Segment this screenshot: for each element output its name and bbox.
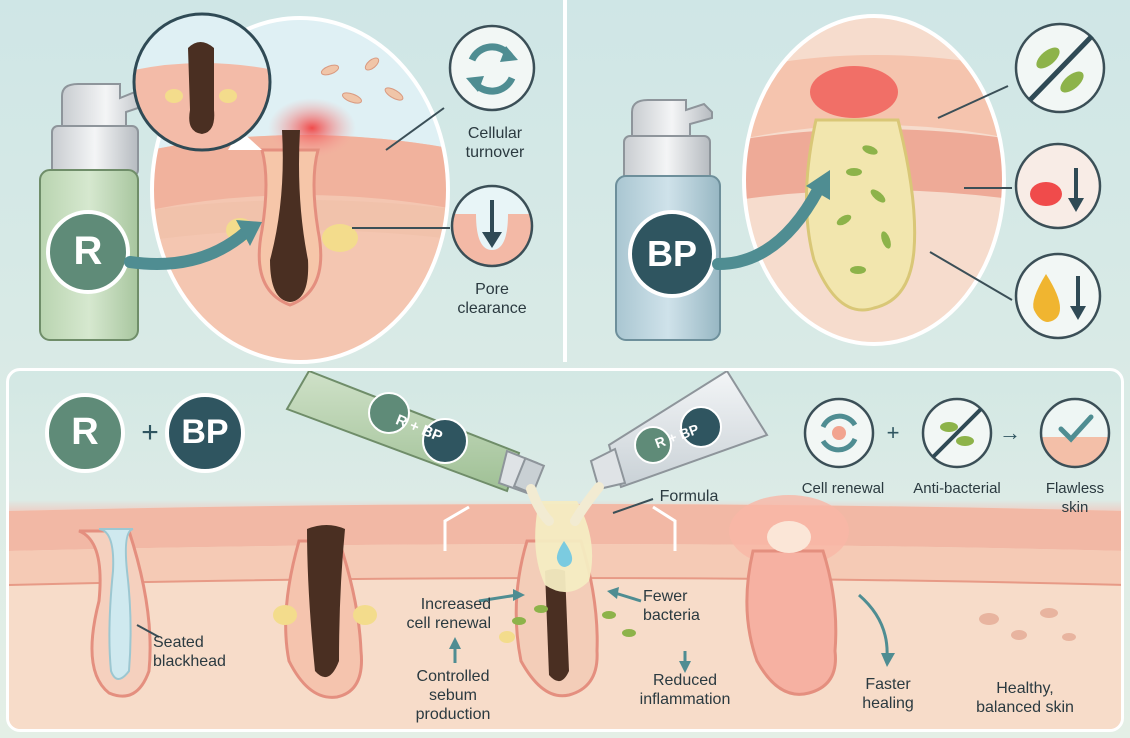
bp-apply-arrow (712, 184, 824, 270)
icon-plus: + (886, 420, 900, 445)
healthy-skin-label: Healthy, balanced skin (976, 680, 1074, 716)
panel-divider (563, 0, 567, 362)
bp-badge-text: BP (646, 233, 697, 274)
cellular-turnover-icon (448, 24, 536, 112)
anti-bacterial-label: Anti-bacterial (913, 480, 1001, 497)
blackhead-zoom-circle (132, 12, 272, 152)
reduced-oil-icon (1014, 252, 1102, 340)
retinoid-badge (46, 210, 130, 294)
combo-badge-r (45, 393, 125, 473)
fewer-bacteria-label: Fewer bacteria (643, 588, 700, 624)
retinoid-skin-crosssection (152, 18, 448, 362)
retinoid-apply-arrow (124, 226, 252, 270)
flawless-skin-icon (1039, 397, 1111, 469)
healing-follicle (729, 495, 849, 696)
cell-renewal-label: Cell renewal (801, 480, 885, 497)
combination-illustration (9, 371, 1121, 729)
retinoid-panel: R Cellular turnover Pore clearance (0, 0, 562, 364)
combo-badge-bp-text: BP (181, 413, 229, 451)
icon-arrow: → (999, 420, 1021, 445)
reduced-inflammation-label: Reduced inflammation (639, 672, 731, 708)
bp-illustration (615, 14, 1106, 346)
combo-badge-r-text: R (71, 411, 99, 453)
bp-skin-crosssection (744, 16, 1004, 344)
seated-blackhead-follicle (78, 528, 152, 698)
pore-clearance-label: Pore clearance (457, 281, 527, 317)
anti-bacterial-icon (921, 397, 993, 469)
cellular-turnover-label: Cellular turnover (465, 125, 525, 161)
retinoid-illustration (39, 12, 536, 364)
bp-badge (628, 210, 716, 298)
reduced-redness-icon (1014, 142, 1102, 230)
combination-panel: R + BP R + BP R + BP Formula Cell renewa… (6, 368, 1124, 732)
pore-clearance-icon (450, 184, 534, 268)
dark-blackhead-follicle (273, 525, 377, 699)
seated-blackhead-label: Seated blackhead (153, 634, 226, 670)
controlled-sebum-label: Controlled sebum production (415, 668, 491, 723)
faster-healing-label: Faster healing (862, 676, 914, 712)
combo-badge-bp (165, 393, 245, 473)
combo-plus: + (141, 416, 159, 449)
benzoyl-peroxide-panel: BP (568, 0, 1130, 362)
formula-label: Formula (659, 488, 719, 505)
cell-renewal-icon (803, 397, 875, 469)
increased-cell-renewal-label: Increased cell renewal (406, 596, 491, 632)
combination-tube-right (589, 371, 769, 491)
flawless-skin-label: Flawless skin (1045, 480, 1105, 516)
combination-tube-left (285, 371, 546, 495)
no-bacteria-icon (1014, 22, 1106, 114)
retinoid-badge-text: R (73, 229, 103, 273)
healthy-skin-area (979, 608, 1076, 641)
